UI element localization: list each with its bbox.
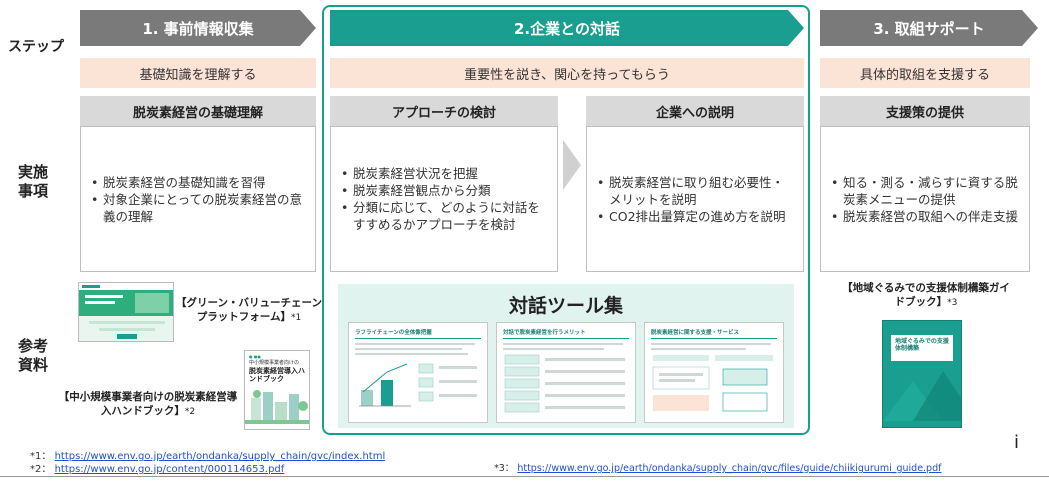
step-1-goal: 基礎知識を理解する [80,58,316,88]
chart-thumbnail-icon [359,363,477,407]
step-1-chevron: 1. 事前情報収集 [80,10,316,46]
table-thumbnail-icon [504,354,625,413]
box-header-approach: アプローチの検討 [330,96,558,126]
box-header-basic: 脱炭素経営の基礎理解 [80,96,316,126]
box-content-basic: 脱炭素経営の基礎知識を習得 対象企業にとっての脱炭素経営の意義の理解 [80,126,316,272]
ref-label-green-value-chain: 【グリーン・バリューチェーンプラットフォーム】*1 [176,297,322,323]
ref-label-guide: 【地域ぐるみでの支援体制構築ガイドブック】*3 [842,282,1010,308]
bullet: 脱炭素経営の基礎知識を習得 [89,174,307,191]
box-content-support: 知る・測る・減らすに資する脱炭素メニューの提供 脱炭素経営の取組への伴走支援 [820,126,1030,272]
step2-frame [322,5,810,435]
box-header-support: 支援策の提供 [820,96,1030,126]
bullet: 知る・測る・減らすに資する脱炭素メニューの提供 [829,174,1021,208]
green-pattern-icon [883,371,961,421]
box-content-approach: 脱炭素経営状況を把握 脱炭素経営観点から分類 分類に応じて、どのように対話をすす… [330,126,558,272]
ref-label-handbook: 【中小規模事業者向けの脱炭素経営導入ハンドブック】*2 [58,391,238,417]
bullet: CO2排出量算定の進め方を説明 [595,208,795,225]
website-screenshot-icon [79,283,173,339]
city-illustration-icon [245,390,309,424]
page-marker: i [1014,432,1020,453]
bottom-divider [0,476,1049,477]
footnote-3: *3： https://www.env.go.jp/earth/ondanka/… [494,463,942,474]
green-value-chain-thumbnail[interactable] [78,282,174,342]
step-2-chevron: 2.企業との対話 [330,10,804,46]
footnote-2-link[interactable]: https://www.env.go.jp/content/000114653.… [54,464,285,475]
bullet: 脱炭素経営の取組への伴走支援 [829,208,1021,225]
flow-thumbnail-icon [652,355,773,412]
handbook-cover-thumbnail[interactable]: ● ●● 中小規模事業者向けの 脱炭素経営導入ハンドブック [244,350,310,430]
guide-cover-thumbnail[interactable]: 地域ぐるみでの支援体制構築 [882,320,962,428]
box-content-explain: 脱炭素経営に取り組む必要性・メリットを説明 CO2排出量算定の進め方を説明 [586,126,804,272]
box-header-explain: 企業への説明 [586,96,804,126]
step-3-goal: 具体的取組を支援する [820,58,1030,88]
footnote-2: *2： https://www.env.go.jp/content/000114… [30,464,285,475]
step-3-chevron: 3. 取組サポート [820,10,1038,46]
tool-slide-2[interactable]: 対話で脱炭素経営を行うメリット [496,322,636,423]
dialogue-tools-title: 対話ツール集 [508,295,623,317]
step-2-goal: 重要性を説き、関心を持ってもらう [330,58,804,88]
row-label-implementation: 実施 事項 [18,163,49,200]
bullet: 対象企業にとっての脱炭素経営の意義の理解 [89,191,307,225]
row-label-reference: 参考 資料 [18,337,49,374]
bullet: 分類に応じて、どのように対話をすすめるかアプローチを検討 [339,199,549,233]
footnote-1-link[interactable]: https://www.env.go.jp/earth/ondanka/supp… [54,451,386,462]
row-label-step: ステップ [8,39,64,55]
tool-slide-1[interactable]: ラフライチェーンの全体像把握 [348,322,488,423]
footnote-1: *1： https://www.env.go.jp/earth/ondanka/… [30,451,386,462]
footnote-3-link[interactable]: https://www.env.go.jp/earth/ondanka/supp… [517,463,942,474]
bullet: 脱炭素経営観点から分類 [339,182,549,199]
bullet: 脱炭素経営状況を把握 [339,165,549,182]
tool-slide-3[interactable]: 脱炭素経営に関する支援・サービス [644,322,784,423]
bullet: 脱炭素経営に取り組む必要性・メリットを説明 [595,174,795,208]
